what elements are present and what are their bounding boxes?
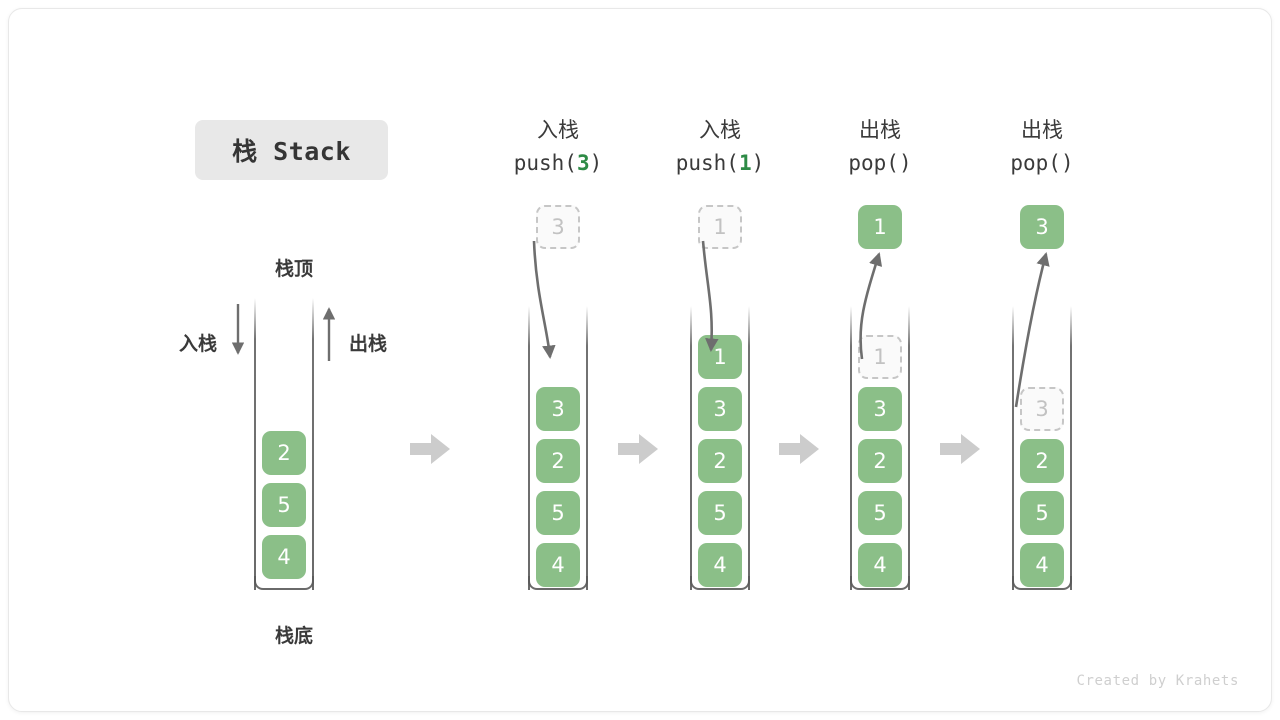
stack-cell-removed: 3 <box>1020 387 1064 431</box>
stack-cell: 4 <box>536 543 580 587</box>
stack-floor <box>1012 576 1072 590</box>
stack-wall-right <box>748 306 750 590</box>
step-header: 入栈 push(1) <box>630 114 810 179</box>
stack-cell: 5 <box>262 483 306 527</box>
step-operation-label: 出栈 <box>859 118 901 142</box>
stack-container-step: 3 2 5 4 <box>528 306 588 590</box>
stack-cell: 2 <box>262 431 306 475</box>
step-header: 入栈 push(3) <box>468 114 648 179</box>
stack-wall-left <box>1012 306 1014 590</box>
stack-cell: 4 <box>262 535 306 579</box>
stack-wall-left <box>690 306 692 590</box>
stack-cell: 3 <box>536 387 580 431</box>
flow-chevron-3 <box>779 434 819 464</box>
stack-floor <box>254 576 314 590</box>
stack-container-step: 1 3 2 5 4 <box>850 306 910 590</box>
step-operation-label: 入栈 <box>537 118 579 142</box>
stack-cell: 4 <box>858 543 902 587</box>
stack-floor <box>690 576 750 590</box>
stack-wall-right <box>586 306 588 590</box>
stack-floor <box>850 576 910 590</box>
stack-cell-removed: 1 <box>858 335 902 379</box>
push-direction-label: 入栈 <box>179 333 218 355</box>
stack-cell: 5 <box>858 491 902 535</box>
step-code-label: push(1) <box>675 150 765 175</box>
stack-wall-right <box>312 298 314 590</box>
stack-cell: 5 <box>536 491 580 535</box>
stack-wall-right <box>1070 306 1072 590</box>
pop-direction-label: 出栈 <box>349 333 388 355</box>
stack-cell: 4 <box>698 543 742 587</box>
stack-cell: 3 <box>858 387 902 431</box>
stack-wall-right <box>908 306 910 590</box>
incoming-element: 3 <box>536 205 580 249</box>
flow-chevron-2 <box>618 434 658 464</box>
stack-wall-left <box>254 298 256 590</box>
stack-wall-left <box>850 306 852 590</box>
step-code-label: pop() <box>848 150 912 175</box>
diagram-title-text: 栈 Stack <box>232 137 351 166</box>
stack-cell: 2 <box>698 439 742 483</box>
step-operation-label: 出栈 <box>1021 118 1063 142</box>
stack-cell: 5 <box>698 491 742 535</box>
stack-top-label: 栈顶 <box>274 258 313 280</box>
stack-container-step: 3 2 5 4 <box>1012 306 1072 590</box>
step-code-label: push(3) <box>513 150 603 175</box>
stack-container-step: 1 3 2 5 4 <box>690 306 750 590</box>
step-header: 出栈 pop() <box>790 114 970 179</box>
stack-cell: 1 <box>698 335 742 379</box>
stack-container-initial: 2 5 4 <box>254 298 314 590</box>
step-code-argument: 3 <box>576 150 590 175</box>
footer-credit: Created by Krahets <box>1076 673 1239 689</box>
stack-floor <box>528 576 588 590</box>
stack-cell: 2 <box>536 439 580 483</box>
diagram-title-badge: 栈 Stack <box>195 120 388 180</box>
step-operation-label: 入栈 <box>699 118 741 142</box>
stack-cell: 3 <box>698 387 742 431</box>
stack-cell: 5 <box>1020 491 1064 535</box>
stack-wall-left <box>528 306 530 590</box>
flow-chevron-4 <box>940 434 980 464</box>
step-code-label: pop() <box>1010 150 1074 175</box>
stack-cell: 2 <box>1020 439 1064 483</box>
flow-chevron-1 <box>410 434 450 464</box>
popped-element: 1 <box>858 205 902 249</box>
stack-cell: 4 <box>1020 543 1064 587</box>
incoming-element: 1 <box>698 205 742 249</box>
step-code-argument: 1 <box>738 150 752 175</box>
stack-bottom-label: 栈底 <box>274 625 313 647</box>
popped-element: 3 <box>1020 205 1064 249</box>
stack-cell: 2 <box>858 439 902 483</box>
step-header: 出栈 pop() <box>952 114 1132 179</box>
